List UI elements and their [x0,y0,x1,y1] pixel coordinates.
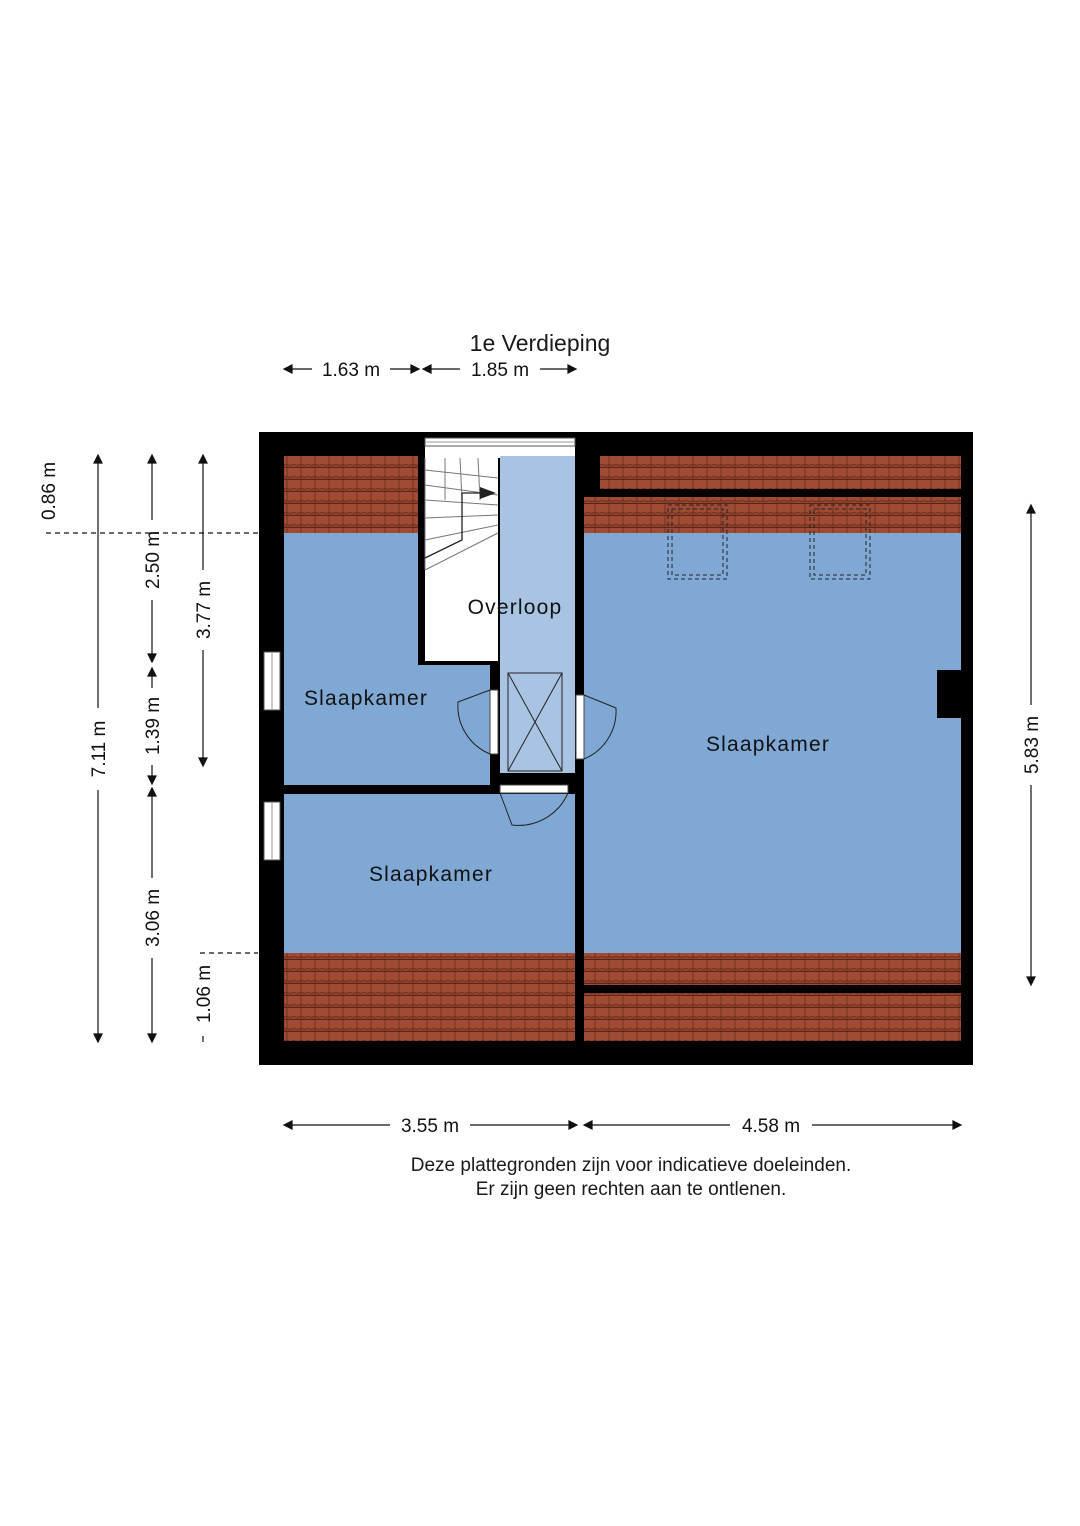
doors [457,689,617,826]
dim-bottom-left: 3.55 m [401,1116,459,1137]
room-bedroom-right [584,533,961,953]
label-overloop: Overloop [468,596,563,619]
dim-left-106: 1.06 m [194,965,215,1023]
dim-top-right: 1.85 m [471,360,529,381]
floor-title: 1e Verdieping [470,330,611,356]
dim-left-250: 2.50 m [143,531,164,589]
disclaimer-line-2: Er zijn geen rechten aan te ontlenen. [476,1179,787,1200]
label-bedroom-bottom-left: Slaapkamer [369,863,493,886]
top-window [424,437,576,447]
dim-left-total: 7.11 m [89,721,110,778]
roof-tiles [284,456,961,1041]
dim-left-377: 3.77 m [194,581,215,639]
dim-bottom-right: 4.58 m [742,1116,800,1137]
dimension-lines [93,364,1036,1130]
dim-left-306: 3.06 m [143,889,164,947]
dim-left-139: 1.39 m [143,697,164,755]
dim-right-side: 5.83 m [1022,716,1043,774]
label-bedroom-right: Slaapkamer [706,733,830,756]
loft-hatch [507,672,563,772]
label-bedroom-top-left: Slaapkamer [304,687,428,710]
reference-lines [46,532,258,954]
left-windows [263,651,281,861]
dim-top-left: 1.63 m [322,360,380,381]
disclaimer-line-1: Deze plattegronden zijn voor indicatieve… [411,1155,851,1176]
room-bedroom-bottom-left [284,794,575,953]
skylights [667,504,871,580]
room-bedroom-top-left [284,533,490,785]
stairwell [424,445,575,661]
dim-left-086: 0.86 m [39,462,60,520]
